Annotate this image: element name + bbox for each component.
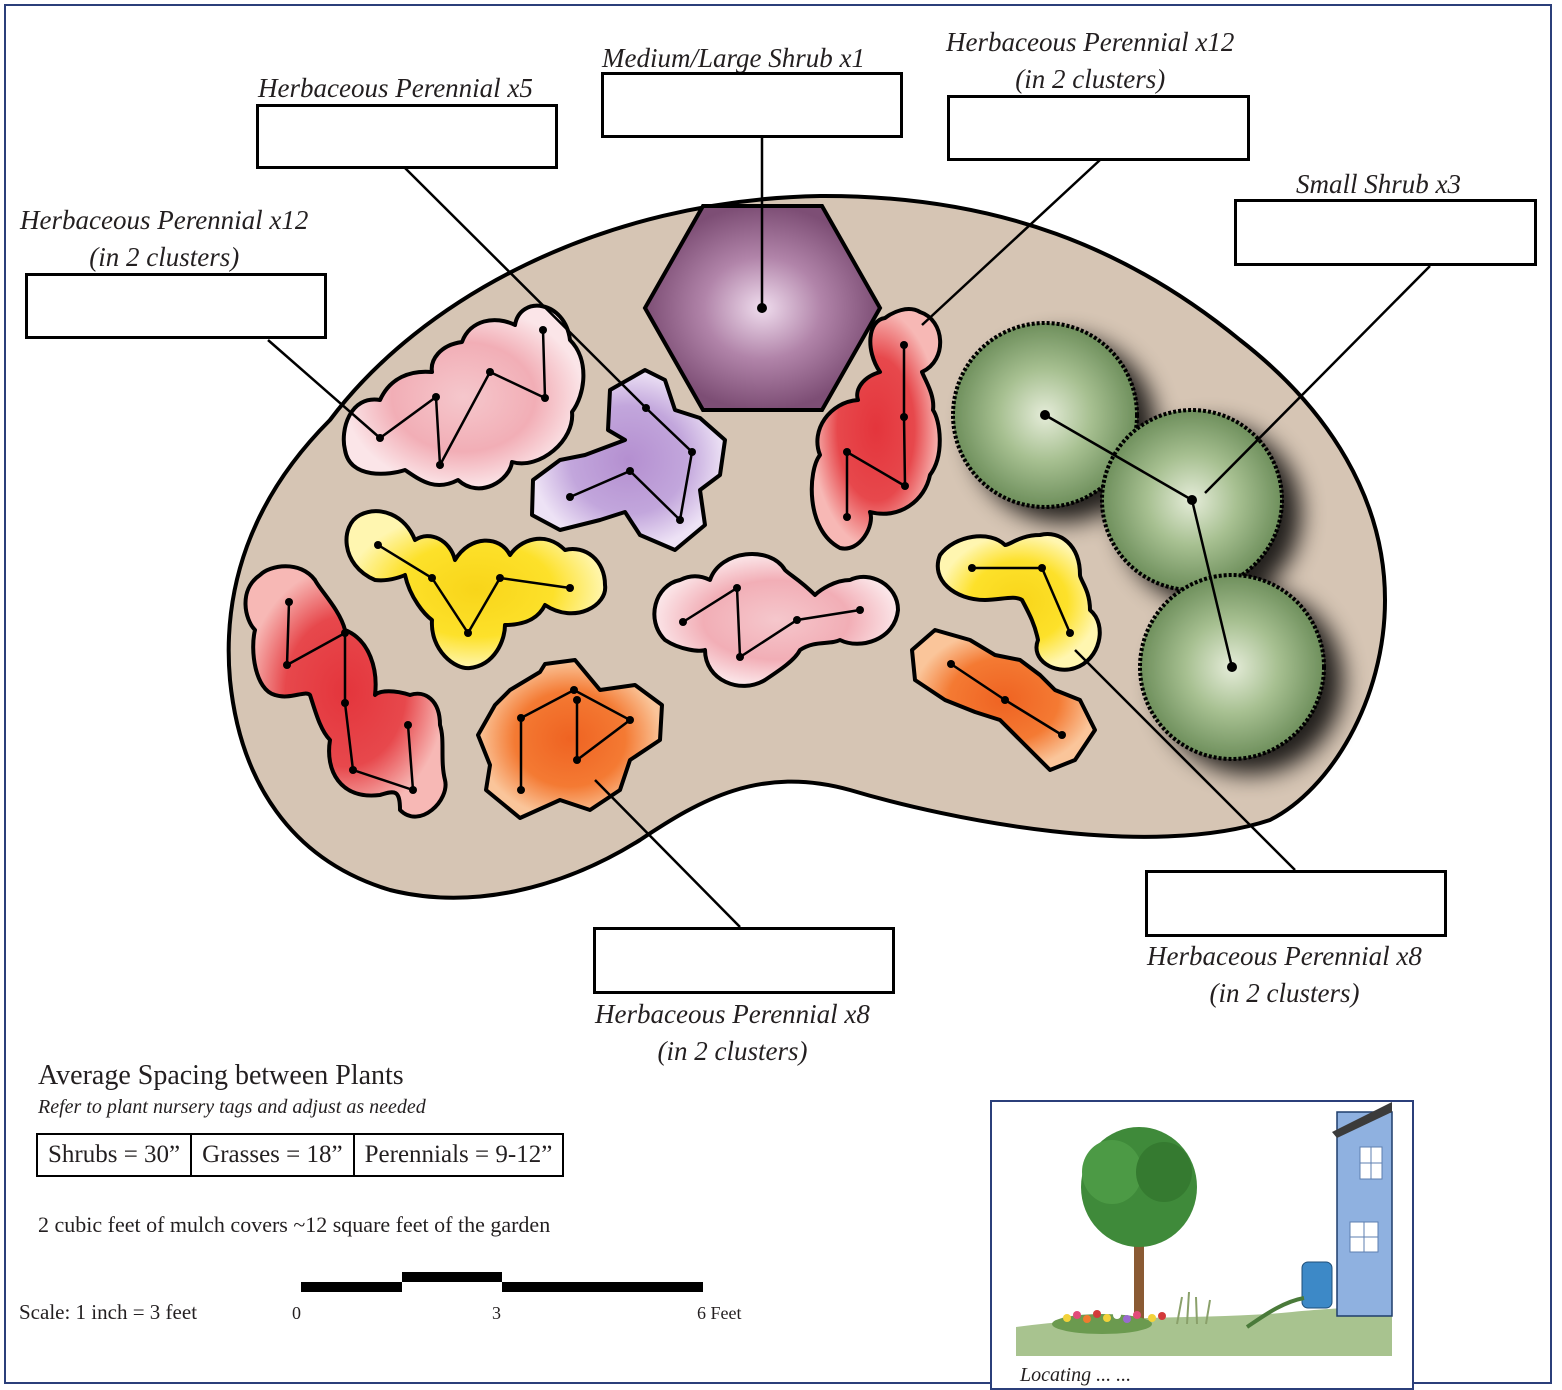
label-perennial-x12-top: Herbaceous Perennial x12 (in 2 clusters) [946, 24, 1234, 98]
answer-box-shrub-med-large[interactable] [601, 72, 903, 138]
pink-perennial-cluster-top [341, 303, 586, 491]
label-line1: Herbaceous Perennial x12 [20, 205, 309, 235]
spacing-note: Refer to plant nursery tags and adjust a… [38, 1096, 426, 1118]
leader-lines [267, 137, 1431, 928]
plant-dots [283, 303, 1237, 794]
label-line2: (in 2 clusters) [657, 1036, 808, 1066]
pink-perennial-cluster-center [652, 552, 900, 688]
label-line1: Herbaceous Perennial x8 [1147, 941, 1422, 971]
label-line2: (in 2 clusters) [1015, 64, 1166, 94]
rain-barrel-icon [1245, 1261, 1333, 1329]
lavender-perennial-cluster [530, 368, 727, 552]
mulch-note: 2 cubic feet of mulch covers ~12 square … [38, 1212, 551, 1237]
spacing-table: Shrubs = 30” Grasses = 18” Perennials = … [35, 1133, 565, 1177]
scale-tick-0: 0 [292, 1303, 301, 1323]
scale-tick-6: 6 Feet [697, 1303, 742, 1323]
yellow-perennial-cluster-left [344, 509, 608, 671]
label-perennial-x12-left: Herbaceous Perennial x12 (in 2 clusters) [20, 202, 308, 276]
answer-box-perennial-x5[interactable] [256, 104, 558, 169]
answer-box-small-shrub[interactable] [1234, 199, 1537, 266]
answer-box-perennial-x8-bottom[interactable] [593, 927, 895, 994]
rain-garden-scene [1016, 1102, 1393, 1356]
inset-illustration: Locating ... ... [990, 1100, 1414, 1390]
label-line1: Herbaceous Perennial x8 [595, 999, 870, 1029]
tree-icon [1081, 1127, 1197, 1322]
answer-box-perennial-x12-top[interactable] [947, 95, 1250, 161]
label-line1: Herbaceous Perennial x12 [946, 27, 1235, 57]
red-perennial-cluster-center [809, 307, 943, 551]
inset-caption: Locating ... ... [1020, 1364, 1132, 1386]
label-line2: (in 2 clusters) [89, 242, 240, 272]
answer-box-perennial-x8-right[interactable] [1145, 870, 1447, 937]
spacing-title: Average Spacing between Plants [38, 1060, 404, 1091]
spacing-row: Shrubs = 30” Grasses = 18” Perennials = … [35, 1133, 565, 1177]
scale-bar [301, 1272, 703, 1292]
scale-tick-3: 3 [492, 1303, 501, 1323]
label-perennial-x5: Herbaceous Perennial x5 [258, 73, 533, 103]
label-line2: (in 2 clusters) [1209, 978, 1360, 1008]
label-small-shrub: Small Shrub x3 [1296, 169, 1461, 199]
flower-bed-icon [1052, 1291, 1211, 1334]
spacing-grasses: Grasses = 18” [190, 1133, 355, 1177]
label-perennial-x8-right: Herbaceous Perennial x8 (in 2 clusters) [1147, 938, 1422, 1012]
answer-box-perennial-x12-left[interactable] [25, 273, 327, 339]
spacing-perennials: Perennials = 9-12” [352, 1133, 565, 1177]
spacing-shrubs: Shrubs = 30” [35, 1133, 193, 1177]
orange-perennial-cluster-left [476, 658, 664, 820]
label-perennial-x8-bottom: Herbaceous Perennial x8 (in 2 clusters) [595, 996, 870, 1070]
label-shrub-med-large: Medium/Large Shrub x1 [602, 43, 865, 73]
scale-label: Scale: 1 inch = 3 feet [19, 1300, 198, 1324]
house-icon [1332, 1102, 1393, 1317]
